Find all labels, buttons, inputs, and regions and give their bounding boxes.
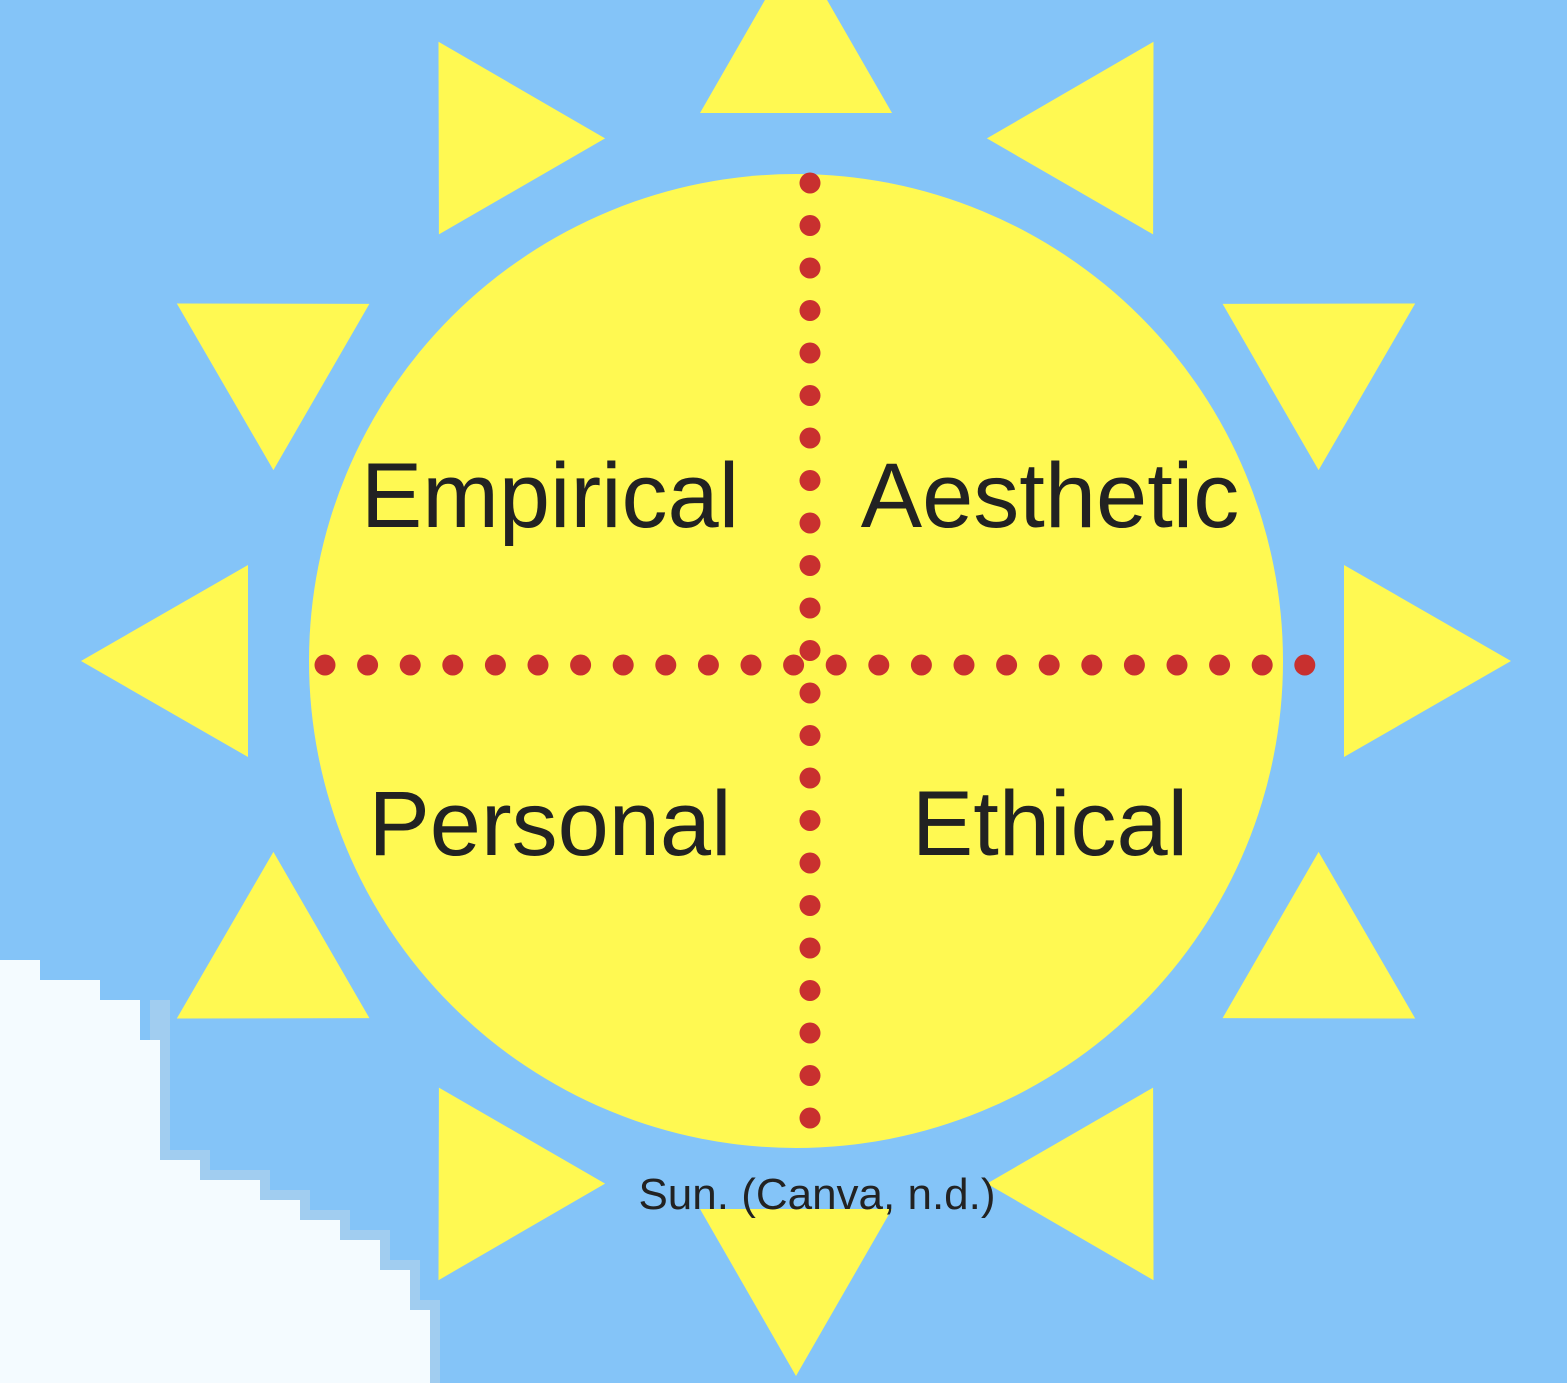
- quadrant-label-personal: Personal: [368, 773, 731, 875]
- divider-dot: [800, 470, 821, 491]
- divider-dot: [357, 655, 378, 676]
- quadrant-label-ethical: Ethical: [912, 773, 1188, 875]
- divider-dot: [1167, 655, 1188, 676]
- divider-dot: [315, 655, 336, 676]
- quadrant-label-aesthetic: Aesthetic: [861, 445, 1239, 547]
- divider-dot: [800, 258, 821, 279]
- divider-dot: [1294, 655, 1315, 676]
- divider-dot: [741, 655, 762, 676]
- divider-dot: [800, 428, 821, 449]
- divider-dot: [1209, 655, 1230, 676]
- divider-dot: [570, 655, 591, 676]
- divider-dot: [800, 725, 821, 746]
- divider-dot: [528, 655, 549, 676]
- divider-dot: [800, 683, 821, 704]
- divider-dot: [442, 655, 463, 676]
- divider-dot: [800, 895, 821, 916]
- divider-dot: [800, 1023, 821, 1044]
- divider-dot: [800, 555, 821, 576]
- vertical-divider: [800, 173, 821, 1129]
- divider-dot: [800, 768, 821, 789]
- divider-dot: [655, 655, 676, 676]
- divider-dot: [800, 513, 821, 534]
- divider-dot: [800, 810, 821, 831]
- divider-dot: [800, 300, 821, 321]
- divider-dot: [954, 655, 975, 676]
- divider-dot: [800, 980, 821, 1001]
- divider-dot: [800, 173, 821, 194]
- divider-dot: [400, 655, 421, 676]
- divider-dot: [800, 1108, 821, 1129]
- divider-dot: [800, 598, 821, 619]
- divider-dot: [800, 343, 821, 364]
- divider-dot: [800, 640, 821, 661]
- divider-dot: [1039, 655, 1060, 676]
- divider-dot: [485, 655, 506, 676]
- divider-dot: [800, 385, 821, 406]
- divider-dot: [800, 938, 821, 959]
- divider-dot: [613, 655, 634, 676]
- quadrant-label-empirical: Empirical: [361, 445, 739, 547]
- divider-dot: [1252, 655, 1273, 676]
- divider-dot: [868, 655, 889, 676]
- divider-dot: [1081, 655, 1102, 676]
- divider-dot: [826, 655, 847, 676]
- divider-dot: [783, 655, 804, 676]
- divider-dot: [698, 655, 719, 676]
- divider-dot: [800, 1065, 821, 1086]
- divider-dot: [800, 215, 821, 236]
- divider-dot: [800, 853, 821, 874]
- divider-dot: [996, 655, 1017, 676]
- divider-dot: [1124, 655, 1145, 676]
- image-caption: Sun. (Canva, n.d.): [638, 1170, 995, 1219]
- divider-dot: [911, 655, 932, 676]
